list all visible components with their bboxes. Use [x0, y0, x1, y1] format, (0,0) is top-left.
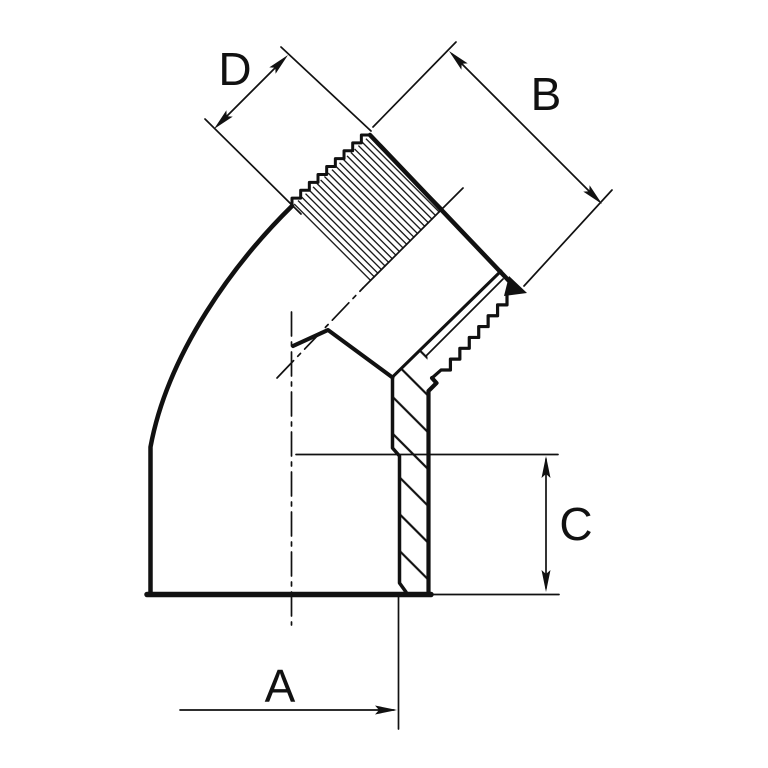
section-hatching [392, 343, 428, 592]
diagonal-centerline-solid-end [362, 187, 464, 289]
dim-b-arrowhead-top [449, 51, 468, 70]
dimension-label-b: B [531, 68, 562, 120]
dim-b-line [451, 53, 600, 202]
male-thread-sawtooth [426, 292, 509, 393]
male-thread-root-line [391, 269, 503, 379]
upper-thread-crest-zigzag [290, 133, 372, 208]
bore-cone-line [291, 328, 395, 380]
diagram-linework: D B C A [144, 41, 613, 730]
dim-b-extension-line-top [372, 41, 457, 128]
dim-b-extension-line-bottom [523, 189, 613, 287]
dim-a-arrowhead [375, 705, 397, 715]
dim-d-line [217, 58, 285, 126]
male-end-tip [504, 276, 527, 296]
dim-c-arrowhead-bottom [541, 570, 551, 592]
dim-d-extension-line-1 [204, 118, 302, 215]
dim-c-arrowhead-top [541, 456, 551, 478]
dim-b-arrowhead-bottom [583, 185, 602, 204]
diagonal-centerline [276, 287, 364, 379]
dim-d-extension-line-2 [280, 46, 372, 132]
dimension-label-d: D [218, 43, 251, 95]
dim-d-arrowhead-upper [269, 55, 288, 74]
body-left-outline [148, 203, 295, 595]
dim-d-arrowhead-lower [214, 110, 233, 129]
male-thread-minor-line [425, 278, 504, 357]
dimension-label-a: A [265, 660, 296, 712]
dimension-label-c: C [559, 498, 592, 550]
